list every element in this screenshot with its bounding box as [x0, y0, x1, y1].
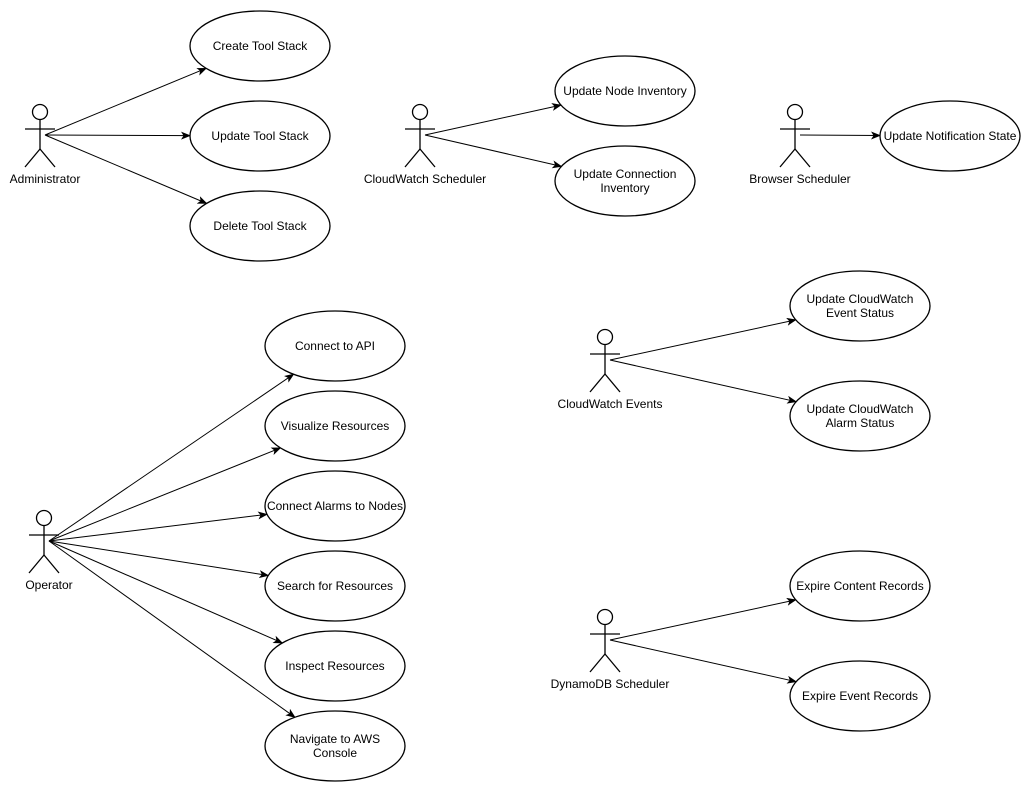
- association-browser-scheduler-to-update-notification-state: [799, 131, 882, 140]
- stick-figure-icon: [24, 103, 56, 168]
- use-case-ellipse: [189, 100, 331, 172]
- actor-dynamodb-scheduler: DynamoDB Scheduler: [551, 608, 670, 691]
- use-case-ellipse: [264, 310, 406, 382]
- association-cloudwatch-scheduler-to-update-node-inventory: [424, 103, 562, 136]
- stick-figure-icon: [779, 103, 811, 168]
- actor-label: CloudWatch Events: [558, 397, 663, 411]
- associations: [44, 67, 882, 718]
- association-operator-to-visualize-resources: [48, 447, 282, 542]
- use-case-ellipse: [554, 145, 696, 217]
- use-case-update-tool-stack: Update Tool Stack: [189, 100, 331, 172]
- use-case-label: Expire Content Records: [796, 579, 923, 593]
- use-case-label: Update Tool Stack: [211, 129, 309, 143]
- association-dynamodb-scheduler-to-expire-content-records: [609, 597, 797, 641]
- use-case-ellipse: [554, 55, 696, 127]
- association-dynamodb-scheduler-to-expire-event-records: [609, 639, 798, 684]
- use-case-label: Update CloudWatch: [807, 402, 914, 416]
- association-administrator-to-update-tool-stack: [44, 131, 192, 140]
- use-case-label: Update CloudWatch: [807, 292, 914, 306]
- association-operator-to-connect-alarms-to-nodes: [48, 511, 268, 542]
- actor-label: Administrator: [10, 172, 81, 186]
- use-case-label: Create Tool Stack: [213, 39, 308, 53]
- use-case-label: Navigate to AWS: [290, 732, 380, 746]
- actor-label: CloudWatch Scheduler: [364, 172, 486, 186]
- use-case-expire-content-records: Expire Content Records: [789, 550, 931, 622]
- use-case-label: Inspect Resources: [285, 659, 384, 673]
- use-case-ellipse: [264, 710, 406, 782]
- actor-cloudwatch-events: CloudWatch Events: [558, 328, 663, 411]
- use-case-label: Update Node Inventory: [563, 84, 686, 98]
- use-case-label: Console: [313, 746, 357, 760]
- actor-label: Browser Scheduler: [749, 172, 850, 186]
- actor-browser-scheduler: Browser Scheduler: [749, 103, 851, 186]
- association-operator-to-search-for-resources: [48, 540, 270, 579]
- association-operator-to-inspect-resources: [48, 540, 284, 644]
- actor-operator: Operator: [25, 509, 73, 592]
- use-case-label: Alarm Status: [826, 416, 895, 430]
- use-case-visualize-resources: Visualize Resources: [264, 390, 406, 462]
- use-case-ellipse: [879, 100, 1021, 172]
- use-case-create-tool-stack: Create Tool Stack: [189, 10, 331, 82]
- association-cloudwatch-scheduler-to-update-connection-inventory: [424, 134, 563, 169]
- use-case-ellipse: [789, 660, 931, 732]
- association-operator-to-navigate-to-aws-console: [48, 540, 296, 718]
- association-cloudwatch-events-to-update-cloudwatch-event-status: [609, 317, 797, 361]
- association-operator-to-connect-to-api: [48, 373, 295, 542]
- use-case-label: Event Status: [826, 306, 894, 320]
- actor-cloudwatch-scheduler: CloudWatch Scheduler: [364, 103, 486, 186]
- use-case-label: Connect to API: [295, 339, 375, 353]
- use-case-label: Inventory: [600, 181, 649, 195]
- use-case-label: Visualize Resources: [281, 419, 390, 433]
- use-case-connect-alarms-to-nodes: Connect Alarms to Nodes: [264, 470, 406, 542]
- use-case-ellipse: [189, 190, 331, 262]
- use-case-ellipse: [264, 470, 406, 542]
- use-case-ellipse: [264, 630, 406, 702]
- use-case-ellipse: [789, 550, 931, 622]
- stick-figure-icon: [404, 103, 436, 168]
- use-case-label: Update Connection: [574, 167, 677, 181]
- use-case-search-for-resources: Search for Resources: [264, 550, 406, 622]
- use-case-connect-to-api: Connect to API: [264, 310, 406, 382]
- use-case-expire-event-records: Expire Event Records: [789, 660, 931, 732]
- use-case-update-notification-state: Update Notification State: [879, 100, 1021, 172]
- stick-figure-icon: [589, 608, 621, 673]
- association-administrator-to-delete-tool-stack: [44, 134, 208, 204]
- stick-figure-icon: [28, 509, 60, 574]
- use-case-delete-tool-stack: Delete Tool Stack: [189, 190, 331, 262]
- use-case-update-node-inventory: Update Node Inventory: [554, 55, 696, 127]
- association-administrator-to-create-tool-stack: [44, 67, 208, 136]
- use-case-label: Search for Resources: [277, 579, 393, 593]
- use-case-ellipse: [264, 550, 406, 622]
- actor-label: Operator: [25, 578, 72, 592]
- use-case-inspect-resources: Inspect Resources: [264, 630, 406, 702]
- use-case-label: Delete Tool Stack: [213, 219, 307, 233]
- use-case-ellipse: [789, 380, 931, 452]
- actor-label: DynamoDB Scheduler: [551, 677, 670, 691]
- actors: Administrator CloudWatch Scheduler Browser…: [10, 103, 851, 691]
- actor-administrator: Administrator: [10, 103, 81, 186]
- stick-figure-icon: [589, 328, 621, 393]
- use-case-ellipse: [264, 390, 406, 462]
- association-cloudwatch-events-to-update-cloudwatch-alarm-status: [609, 359, 798, 404]
- use-case-label: Update Notification State: [884, 129, 1017, 143]
- use-case-ellipse: [189, 10, 331, 82]
- use-case-label: Connect Alarms to Nodes: [267, 499, 403, 513]
- use-case-label: Expire Event Records: [802, 689, 918, 703]
- use-case-ellipse: [789, 270, 931, 342]
